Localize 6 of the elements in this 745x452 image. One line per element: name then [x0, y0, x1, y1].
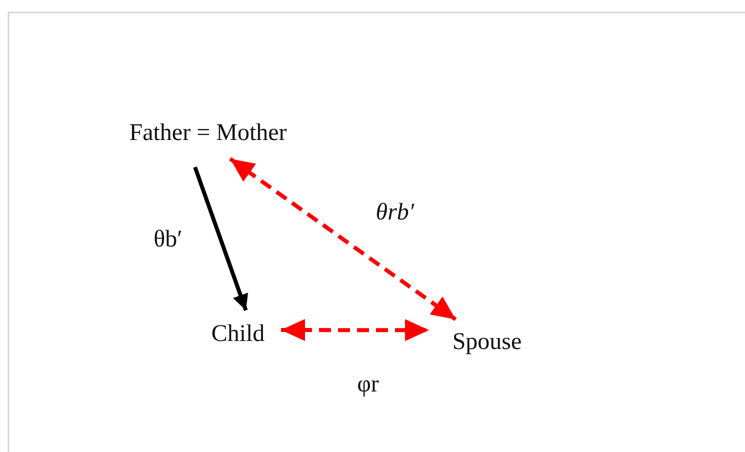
arrow — [193, 166, 248, 312]
arrow — [281, 319, 429, 342]
node-label: Child — [200, 316, 276, 352]
node-label: Father = Mother — [108, 113, 308, 153]
arrow — [228, 157, 457, 321]
node-label: Spouse — [441, 324, 533, 360]
